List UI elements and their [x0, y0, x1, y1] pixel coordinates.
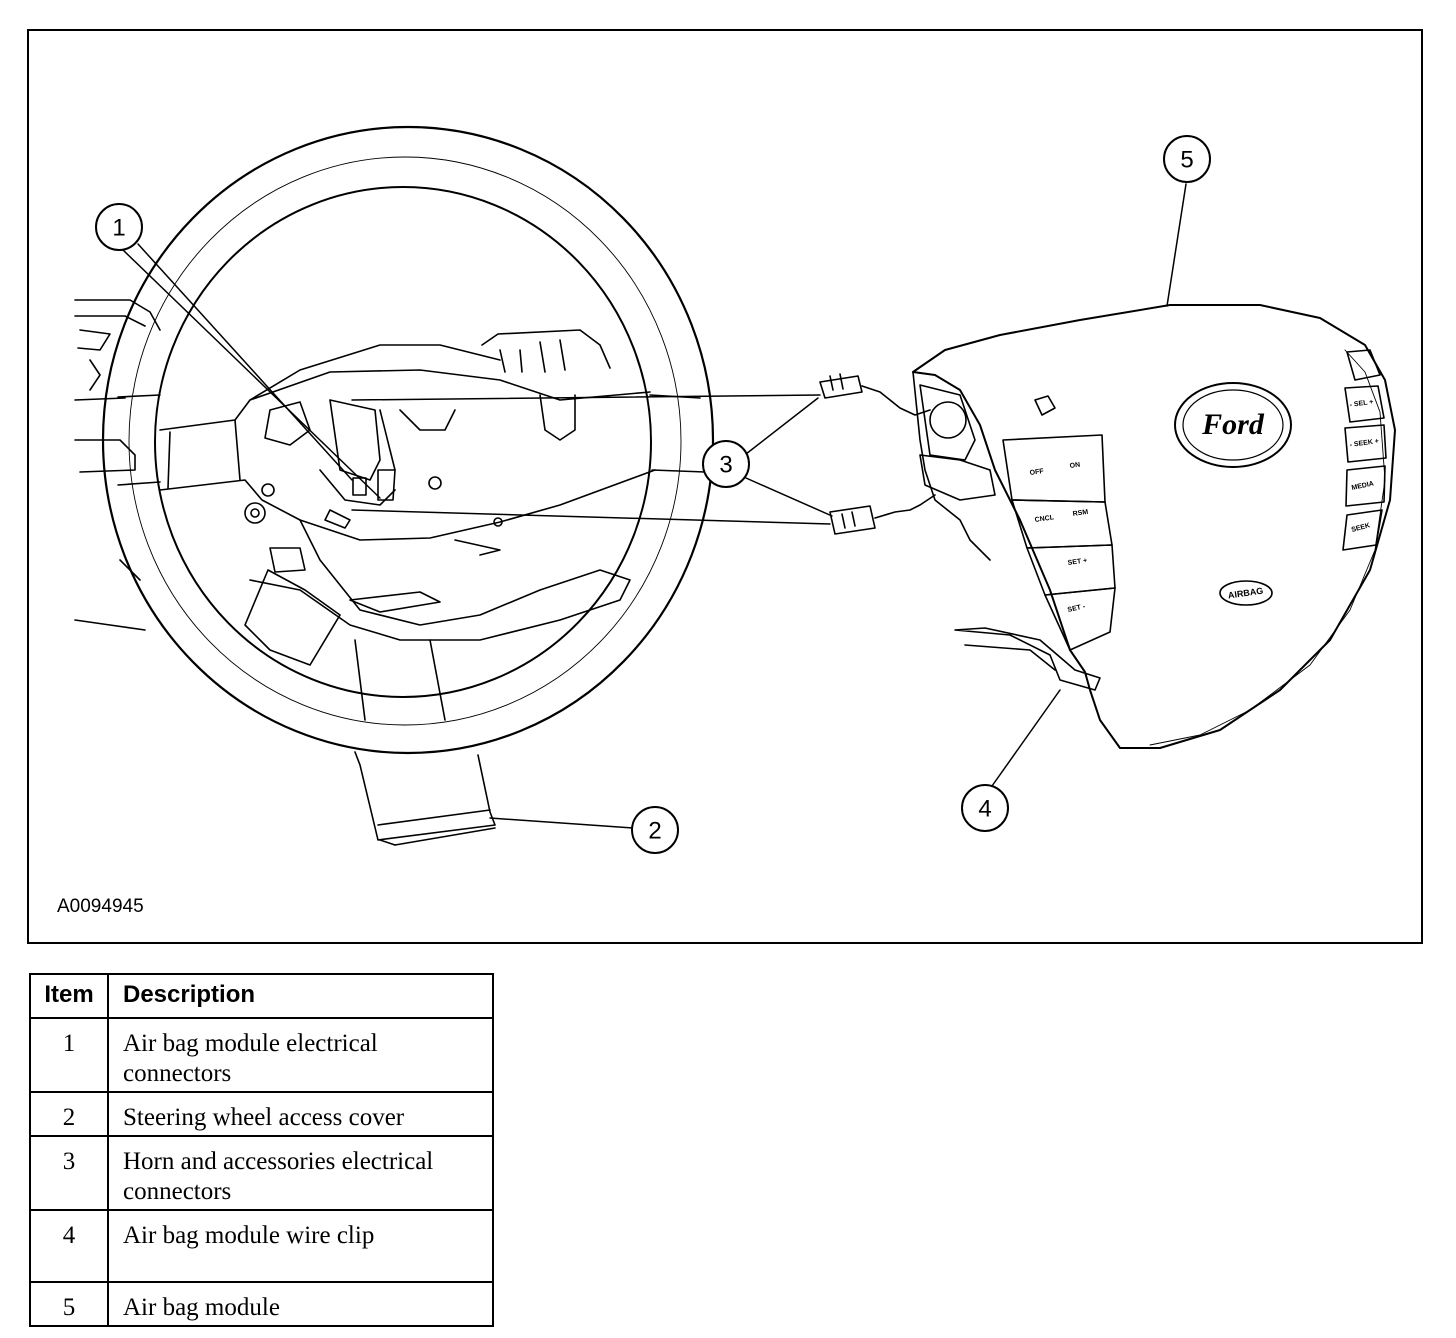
callout-4: 4	[961, 784, 1009, 832]
control-label-media: MEDIA	[1351, 480, 1375, 492]
legend-item-description: Air bag module wire clip	[107, 1209, 494, 1283]
leader-lines	[122, 183, 1187, 829]
legend-item-number: 3	[29, 1135, 109, 1211]
legend-item-number: 2	[29, 1091, 109, 1137]
callout-5-label: 5	[1180, 147, 1193, 174]
callout-3: 3	[702, 440, 750, 488]
callout-4-label: 4	[978, 796, 991, 823]
exploded-view-illustration: OFF ON CNCL RSM SET + SET - - SEL + - SE…	[74, 125, 1396, 854]
legend-header-item: Item	[29, 973, 109, 1019]
legend-item-number: 4	[29, 1209, 109, 1283]
callout-3-label: 3	[719, 452, 732, 479]
legend-item-description: Air bag module electrical connectors	[107, 1017, 494, 1093]
steering-wheel-rim	[101, 125, 715, 755]
table-row: 3 Horn and accessories electrical connec…	[29, 1135, 494, 1211]
callout-2-label: 2	[648, 818, 661, 845]
steering-wheel-hub	[159, 344, 656, 721]
control-label-seek: - SEEK +	[1349, 438, 1379, 449]
control-label-seek-2: SEEK	[1351, 522, 1371, 534]
legend-header-description: Description	[107, 973, 494, 1019]
table-row: 4 Air bag module wire clip	[29, 1209, 494, 1283]
control-label-cncl: CNCL	[1034, 514, 1055, 524]
control-label-off: OFF	[1029, 468, 1045, 477]
audio-control-labels: - SEL + - SEEK + MEDIA SEEK	[1349, 399, 1379, 534]
legend-item-description: Horn and accessories electrical connecto…	[107, 1135, 494, 1211]
legend-item-number: 1	[29, 1017, 109, 1093]
control-label-sel: - SEL +	[1349, 399, 1374, 409]
steering-wheel-access-cover	[354, 751, 496, 846]
legend-item-description: Air bag module	[107, 1281, 494, 1327]
figure-id-label: A0094945	[57, 896, 144, 917]
table-row: 5 Air bag module	[29, 1281, 494, 1327]
callout-1-label: 1	[112, 215, 125, 242]
callout-5: 5	[1163, 135, 1211, 183]
legend-item-number: 5	[29, 1281, 109, 1327]
legend-item-description: Steering wheel access cover	[107, 1091, 494, 1137]
table-row: 2 Steering wheel access cover	[29, 1091, 494, 1137]
control-label-set-plus: SET +	[1067, 557, 1087, 567]
control-label-rsm: RSM	[1072, 509, 1089, 518]
airbag-badge: AIRBAG	[1227, 586, 1264, 601]
air-bag-module	[912, 304, 1396, 749]
cruise-control-labels: OFF ON CNCL RSM SET + SET -	[1029, 462, 1089, 614]
callout-1: 1	[95, 203, 143, 251]
legend-header-row: Item Description	[29, 973, 494, 1019]
control-label-on: ON	[1069, 462, 1080, 470]
control-label-set-minus: SET -	[1067, 603, 1087, 614]
figure-frame	[27, 29, 1423, 944]
ford-logo: Ford	[1201, 408, 1265, 441]
legend-table: Item Description 1 Air bag module electr…	[29, 973, 494, 1327]
table-row: 1 Air bag module electrical connectors	[29, 1017, 494, 1093]
callout-2: 2	[631, 806, 679, 854]
horn-and-accessory-connectors	[819, 373, 936, 535]
